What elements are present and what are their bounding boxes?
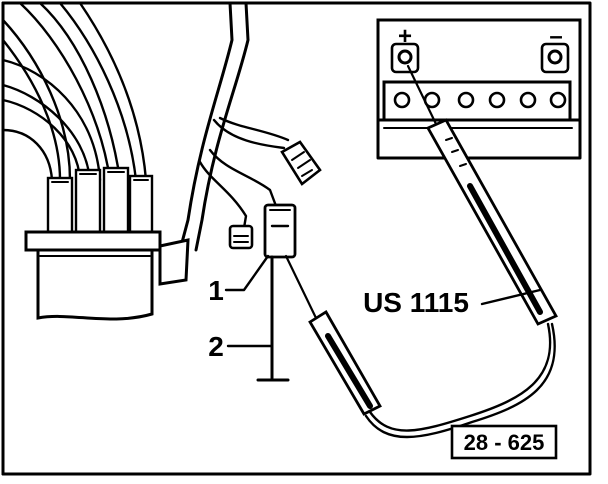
wiring-harness — [158, 1, 290, 286]
component-1 — [263, 203, 297, 259]
callout-leaders — [224, 254, 542, 348]
ht-leads — [1, 1, 148, 182]
frame — [1, 1, 592, 476]
spark-lead-boots — [46, 166, 154, 236]
ground-lead — [256, 255, 290, 382]
distributor — [1, 1, 162, 321]
test-probe-positive — [406, 64, 558, 326]
tester-label: US 1115 — [363, 287, 469, 318]
angled-connector — [280, 140, 322, 186]
battery: + – — [376, 18, 582, 160]
distributor-cap — [24, 230, 162, 321]
negative-terminal — [540, 42, 570, 74]
positive-terminal — [390, 42, 420, 74]
test-probe-component — [284, 254, 382, 416]
plug-connector — [228, 224, 254, 250]
battery-plus-label: + — [398, 23, 412, 50]
figure-number-box: 28 - 625 — [450, 424, 558, 460]
callout-2-label: 2 — [208, 331, 224, 362]
figure-number: 28 - 625 — [464, 430, 545, 455]
callout-1-label: 1 — [208, 275, 224, 306]
probe-cable — [364, 322, 556, 439]
battery-minus-label: – — [549, 23, 562, 50]
